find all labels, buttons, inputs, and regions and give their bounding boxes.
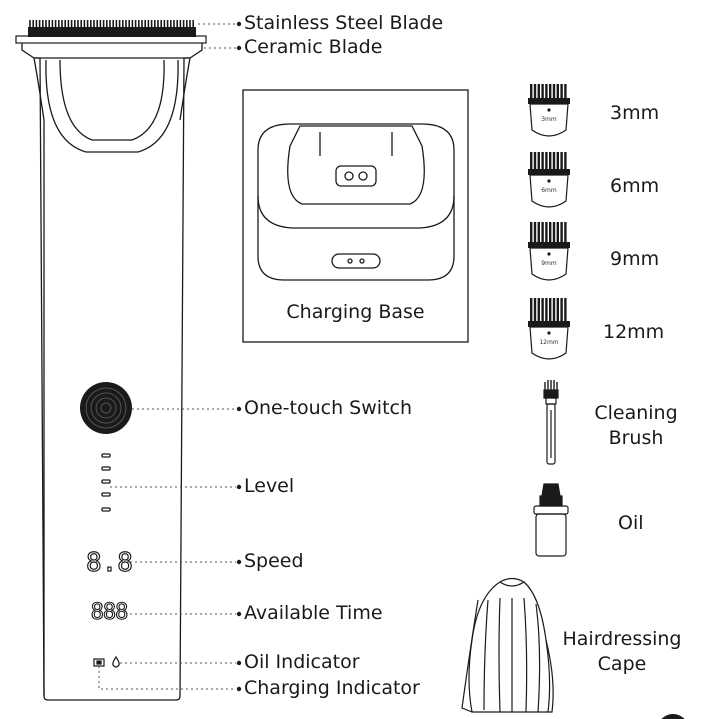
speed-display: 8.8 [85, 547, 133, 578]
charging-base [257, 123, 455, 281]
oil-indicator-icon [93, 655, 120, 668]
comb-stamp: 6mm [541, 187, 557, 194]
comb-stamp: 3mm [541, 116, 557, 123]
label-speed: Speed [244, 550, 304, 572]
cleaning-brush [543, 380, 559, 465]
label-comb-3mm: 3mm [610, 102, 660, 124]
label-oil-indicator: Oil Indicator [244, 651, 360, 673]
guide-comb-12mm: 12mm [528, 298, 570, 360]
label-stainless-steel-blade: Stainless Steel Blade [244, 12, 444, 34]
level-indicator [101, 453, 111, 512]
callout-leaders [98, 23, 236, 690]
guide-comb-6mm: 6mm [528, 152, 570, 208]
label-hairdressing-cape: Hairdressing Cape [552, 627, 692, 677]
label-hairdressing-cape-line1: Hairdressing [562, 628, 682, 650]
label-level: Level [244, 475, 295, 497]
label-comb-9mm: 9mm [610, 248, 660, 270]
callout-dots [236, 21, 242, 692]
one-touch-switch[interactable] [80, 382, 132, 434]
comb-stamp: 9mm [541, 260, 557, 267]
label-comb-12mm: 12mm [603, 321, 665, 343]
stainless-steel-blade [15, 20, 207, 44]
label-cleaning-brush-line2: Brush [608, 427, 664, 449]
comb-stamp: 12mm [539, 339, 558, 346]
hairdressing-cape [461, 577, 554, 713]
label-hairdressing-cape-line2: Cape [597, 653, 647, 675]
label-oil: Oil [618, 512, 644, 534]
guide-comb-9mm: 9mm [528, 222, 570, 281]
label-charging-base: Charging Base [286, 301, 425, 323]
label-ceramic-blade: Ceramic Blade [244, 36, 383, 58]
charging-base-frame [242, 89, 469, 343]
label-available-time: Available Time [244, 602, 383, 624]
label-cleaning-brush-line1: Cleaning [594, 402, 678, 424]
label-cleaning-brush: Cleaning Brush [576, 401, 696, 451]
oil-bottle [533, 483, 569, 557]
label-comb-6mm: 6mm [610, 175, 660, 197]
time-display: 888 [90, 599, 129, 625]
guide-combs: 3mm 6mm 9mm 12mm [528, 84, 570, 360]
corner-badge [661, 714, 685, 719]
label-charging-indicator: Charging Indicator [244, 677, 420, 699]
guide-comb-3mm: 3mm [528, 84, 570, 137]
label-one-touch-switch: One-touch Switch [244, 397, 413, 419]
